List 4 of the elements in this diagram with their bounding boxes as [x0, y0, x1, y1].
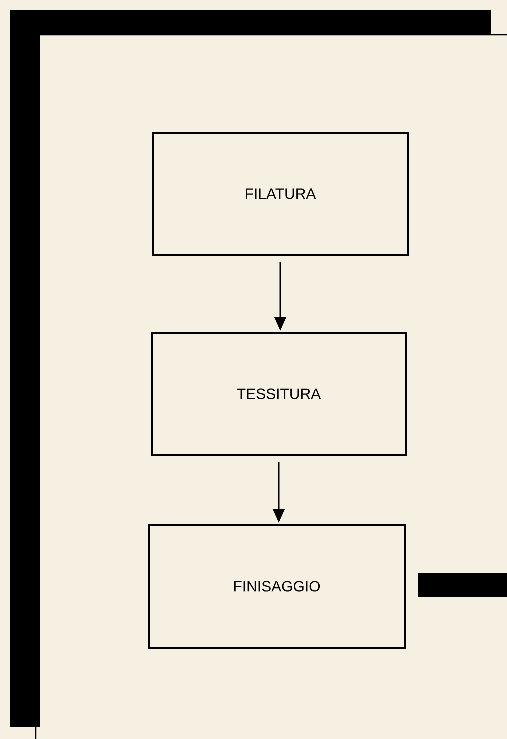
process-box: FINISAGGIO: [148, 524, 406, 649]
process-box: TESSITURA: [151, 332, 407, 456]
process-box: FILATURA: [152, 132, 409, 256]
bar: [418, 573, 507, 597]
